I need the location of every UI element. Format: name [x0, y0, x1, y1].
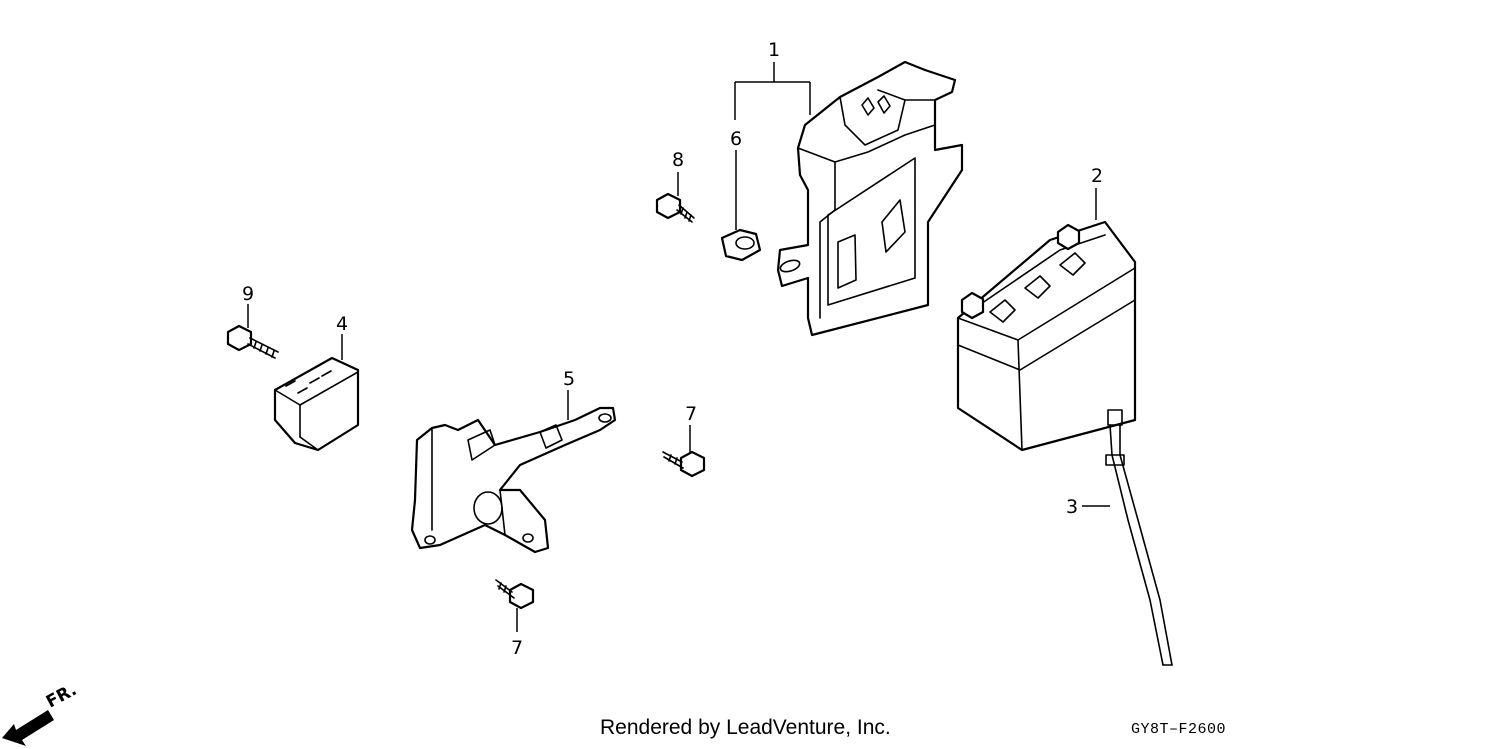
front-arrow-icon: FR. — [2, 680, 80, 746]
figure-code: GY8T–F2600 — [1131, 721, 1227, 738]
callout-2: 2 — [1091, 165, 1103, 187]
part-bolt-7-lower[interactable] — [495, 579, 535, 610]
render-credit: Rendered by LeadVenture, Inc. — [600, 716, 891, 739]
part-bolt-9[interactable] — [226, 324, 279, 359]
callout-9: 9 — [242, 283, 254, 305]
part-grommet[interactable] — [720, 228, 762, 262]
callout-8: 8 — [672, 149, 684, 171]
part-relay[interactable] — [273, 356, 360, 452]
callout-3: 3 — [1066, 496, 1078, 518]
part-breather-tube[interactable] — [1105, 409, 1173, 666]
part-battery[interactable] — [956, 220, 1137, 452]
callout-4: 4 — [336, 313, 348, 335]
callout-7-upper: 7 — [685, 403, 697, 425]
callout-1: 1 — [768, 39, 780, 61]
part-battery-box[interactable] — [776, 60, 964, 337]
callout-5: 5 — [563, 368, 575, 390]
part-bolt-7-upper[interactable] — [662, 450, 706, 478]
part-bolt-8[interactable] — [655, 192, 695, 223]
callout-6: 6 — [730, 128, 742, 150]
callout-7-lower: 7 — [511, 637, 523, 659]
leader-lines — [247, 62, 1110, 632]
part-bracket[interactable] — [410, 406, 617, 554]
front-label: FR. — [43, 680, 80, 712]
